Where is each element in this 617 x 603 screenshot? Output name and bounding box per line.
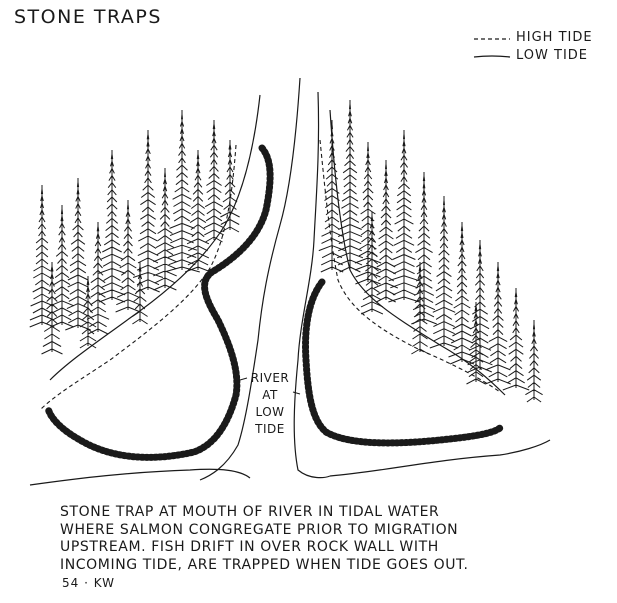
tree-sketch — [99, 150, 126, 302]
rock-wall-left — [48, 148, 270, 457]
tree-sketch — [65, 178, 90, 330]
river-label-line: TIDE — [247, 421, 293, 438]
credit: 54 · KW — [62, 576, 115, 590]
tree-sketch — [485, 262, 510, 384]
tree-sketch — [80, 276, 96, 348]
tree-sketch — [388, 130, 419, 302]
tree-sketch — [449, 222, 476, 364]
caption-line: WHERE SALMON CONGREGATE PRIOR TO MIGRATI… — [60, 522, 610, 540]
tree-sketch — [185, 150, 211, 272]
low-tide-line — [50, 95, 505, 395]
tree-sketch — [411, 262, 428, 354]
tree-sketch — [116, 200, 141, 312]
river-label-line: RIVER — [247, 370, 293, 387]
tree-sketch — [468, 240, 493, 372]
caption-line: INCOMING TIDE, ARE TRAPPED WHEN TIDE GOE… — [60, 557, 610, 575]
tree-sketch — [374, 160, 398, 302]
tree-sketch — [42, 262, 63, 354]
tree-sketch — [204, 120, 224, 242]
tree-sketch — [220, 140, 239, 232]
caption-line: UPSTREAM. FISH DRIFT IN OVER ROCK WALL W… — [60, 539, 610, 557]
forest-right — [319, 100, 543, 402]
tree-sketch — [337, 100, 363, 272]
tree-sketch — [133, 130, 163, 292]
forest-left — [30, 110, 240, 354]
river-label: RIVER AT LOW TIDE — [247, 370, 293, 438]
tree-sketch — [430, 196, 458, 348]
caption-line: STONE TRAP AT MOUTH OF RIVER IN TIDAL WA… — [60, 504, 610, 522]
tree-sketch — [503, 288, 529, 390]
tree-sketch — [411, 172, 436, 324]
river-label-line: AT LOW — [247, 387, 293, 421]
caption: STONE TRAP AT MOUTH OF RIVER IN TIDAL WA… — [60, 504, 610, 574]
